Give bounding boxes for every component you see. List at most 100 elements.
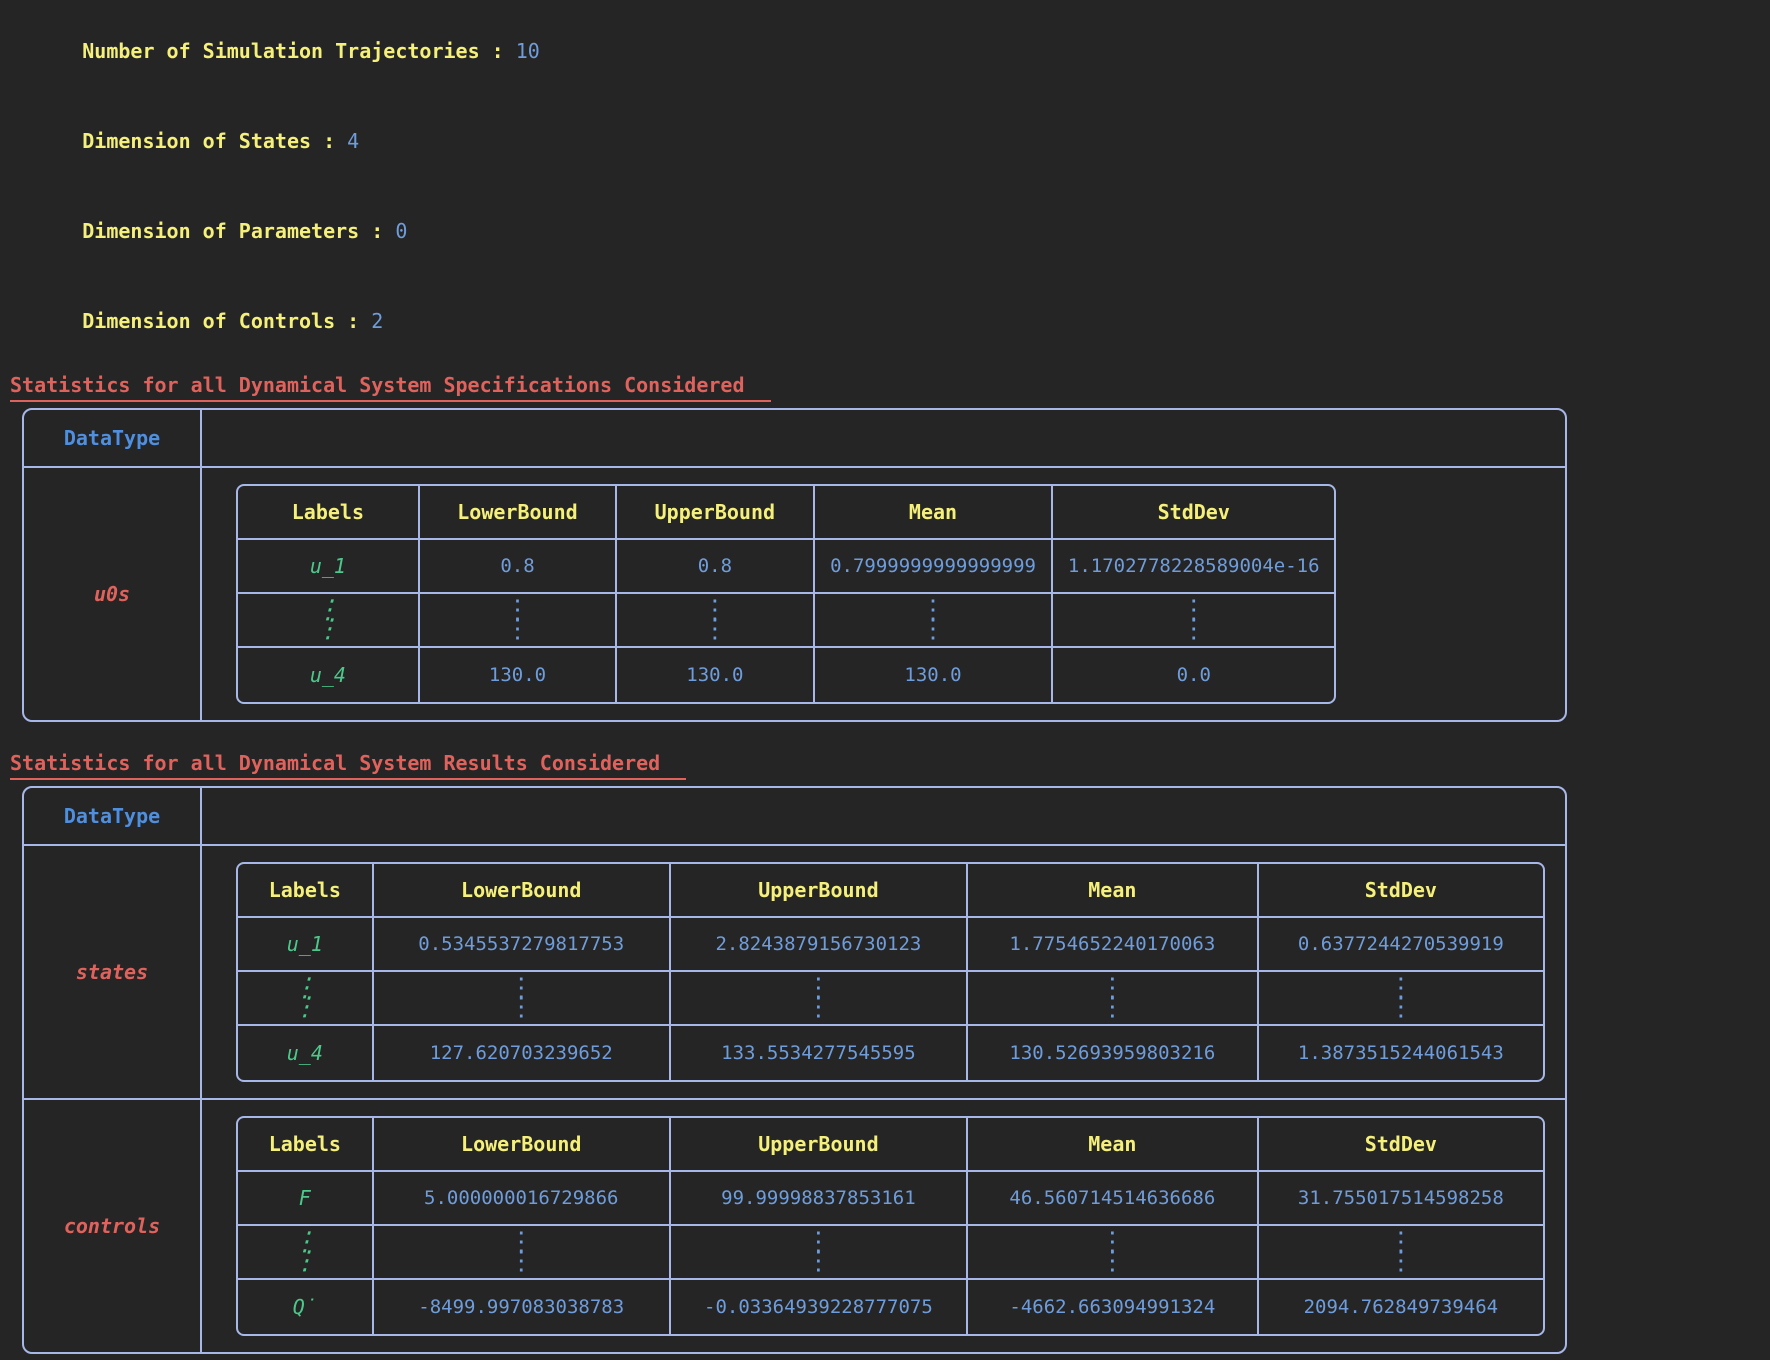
cell-stddev: 1.1702778228589004e-16 [1053, 540, 1334, 594]
datatype-label-states: states [24, 846, 202, 1098]
cell-upperbound: 0.8 [617, 540, 815, 594]
table-row: states Labels LowerBound UpperBound Mean… [24, 846, 1565, 1098]
table-row-ellipsis: ⋮⋮ ⋮⋮ ⋮⋮ ⋮⋮ ⋮⋮ [238, 594, 1334, 648]
header-blank-cell [202, 410, 1565, 468]
row-label: u_4 [238, 1026, 374, 1080]
summary-line: Dimension of States : 4 [10, 96, 1770, 186]
column-header-lowerbound: LowerBound [373, 864, 671, 918]
cell-stddev: 1.3873515244061543 [1297, 1042, 1504, 1064]
ellipsis-mean: ⋮⋮ [814, 594, 1054, 648]
column-header-stddev: StdDev [1258, 1118, 1543, 1172]
cell-lowerbound: 0.8 [419, 540, 618, 594]
column-header-stddev: StdDev [1053, 486, 1334, 540]
row-label: Q̇ [238, 1280, 374, 1334]
column-header-mean: Mean [968, 864, 1259, 918]
table-row: F 5.000000016729866 99.99998837853161 46… [238, 1172, 1543, 1226]
cell-upperbound: 133.5534277545595 [671, 1026, 968, 1080]
stats-table-controls: Labels LowerBound UpperBound Mean StdDev… [236, 1116, 1545, 1336]
column-header-upperbound: UpperBound [670, 1118, 968, 1172]
specifications-table: DataType u0s Labels LowerBound UpperBoun… [22, 408, 1567, 722]
datatype-header: DataType [24, 410, 202, 468]
table-row-ellipsis: ⋮⋮ ⋮⋮ ⋮⋮ ⋮⋮ ⋮⋮ [238, 1226, 1543, 1280]
column-header-upperbound: UpperBound [617, 486, 815, 540]
summary-label: Dimension of Controls : [82, 309, 372, 333]
stats-header-row: Labels LowerBound UpperBound Mean StdDev [238, 1118, 1543, 1172]
column-header-lowerbound: LowerBound [373, 1118, 671, 1172]
summary-line: Dimension of Parameters : 0 [10, 186, 1770, 276]
stats-header-row: Labels LowerBound UpperBound Mean StdDev [238, 864, 1543, 918]
group-body-controls: Labels LowerBound UpperBound Mean StdDev… [202, 1100, 1565, 1352]
section-title-results: Statistics for all Dynamical System Resu… [10, 748, 687, 780]
cell-stddev: 2094.762849739464 [1303, 1296, 1499, 1318]
summary-line: Number of Simulation Trajectories : 10 [10, 6, 1770, 96]
stats-header-row: Labels LowerBound UpperBound Mean StdDev [238, 486, 1334, 540]
cell-mean: 0.7999999999999999 [814, 540, 1054, 594]
column-header-labels: Labels [238, 1118, 374, 1172]
table-row: u_4 127.620703239652 133.5534277545595 1… [238, 1026, 1543, 1080]
ellipsis-lowerbound: ⋮⋮ [373, 1226, 671, 1280]
section-title-specifications: Statistics for all Dynamical System Spec… [10, 370, 771, 402]
column-header-mean: Mean [814, 486, 1054, 540]
datatype-label-controls: controls [24, 1100, 202, 1352]
ellipsis-upperbound: ⋮⋮ [670, 1226, 968, 1280]
column-header-lowerbound: LowerBound [419, 486, 618, 540]
cell-mean: 1.7754652240170063 [968, 918, 1259, 972]
cell-mean: 130.52693959803216 [968, 1026, 1259, 1080]
column-header-mean: Mean [968, 1118, 1259, 1172]
summary-line: Dimension of Controls : 2 [10, 276, 1770, 366]
row-label: u_1 [238, 918, 374, 972]
column-header-stddev: StdDev [1258, 864, 1543, 918]
cell-mean: -4662.663094991324 [968, 1280, 1259, 1334]
column-header-upperbound: UpperBound [670, 864, 968, 918]
ellipsis-label: ⋮⋮ [238, 972, 374, 1026]
cell-stddev: 0.0 [1176, 664, 1211, 686]
table-header-row: DataType [24, 788, 1565, 846]
group-body-states: Labels LowerBound UpperBound Mean StdDev… [202, 846, 1565, 1098]
ellipsis-upperbound: ⋮⋮ [670, 972, 968, 1026]
table-row: u0s Labels LowerBound UpperBound Mean St… [24, 468, 1565, 720]
summary-value: 0 [395, 219, 408, 243]
ellipsis-mean: ⋮⋮ [968, 1226, 1259, 1280]
column-header-labels: Labels [238, 486, 420, 540]
cell-stddev: 0.6377244270539919 [1258, 918, 1543, 972]
ellipsis-lowerbound: ⋮⋮ [373, 972, 671, 1026]
row-label: u_1 [238, 540, 420, 594]
row-label: F [238, 1172, 374, 1226]
cell-upperbound: 99.99998837853161 [670, 1172, 968, 1226]
summary-value: 4 [347, 129, 360, 153]
stats-table-states: Labels LowerBound UpperBound Mean StdDev… [236, 862, 1545, 1082]
table-row: u_1 0.5345537279817753 2.824387915673012… [238, 918, 1543, 972]
header-blank-cell [202, 788, 1565, 846]
datatype-header: DataType [24, 788, 202, 846]
cell-lowerbound: 5.000000016729866 [373, 1172, 671, 1226]
ellipsis-stddev: ⋮⋮ [1258, 1226, 1543, 1280]
table-row: u_1 0.8 0.8 0.7999999999999999 1.1702778… [238, 540, 1334, 594]
results-table: DataType states Labels LowerBound UpperB… [22, 786, 1567, 1354]
table-row-ellipsis: ⋮⋮ ⋮⋮ ⋮⋮ ⋮⋮ ⋮⋮ [238, 972, 1543, 1026]
cell-mean: 46.560714514636686 [968, 1172, 1259, 1226]
cell-lowerbound: 130.0 [420, 648, 618, 702]
ellipsis-lowerbound: ⋮⋮ [419, 594, 618, 648]
cell-upperbound: -0.03364939228777075 [671, 1280, 968, 1334]
ellipsis-upperbound: ⋮⋮ [617, 594, 815, 648]
summary-value: 2 [371, 309, 384, 333]
ellipsis-mean: ⋮⋮ [968, 972, 1259, 1026]
summary-value: 10 [515, 39, 540, 63]
ellipsis-label: ⋮⋮ [238, 1226, 374, 1280]
summary-label: Dimension of States : [82, 129, 348, 153]
ellipsis-stddev: ⋮⋮ [1258, 972, 1543, 1026]
table-header-row: DataType [24, 410, 1565, 468]
column-header-labels: Labels [238, 864, 374, 918]
row-label: u_4 [238, 648, 420, 702]
cell-mean: 130.0 [815, 648, 1054, 702]
cell-lowerbound: 127.620703239652 [374, 1026, 671, 1080]
stats-table-u0s: Labels LowerBound UpperBound Mean StdDev… [236, 484, 1336, 704]
table-row: controls Labels LowerBound UpperBound Me… [24, 1098, 1565, 1352]
summary-label: Dimension of Parameters : [82, 219, 396, 243]
cell-stddev: 31.755017514598258 [1258, 1172, 1543, 1226]
cell-upperbound: 2.8243879156730123 [670, 918, 968, 972]
summary-label: Number of Simulation Trajectories : [82, 39, 516, 63]
table-row: Q̇ -8499.997083038783 -0.033649392287770… [238, 1280, 1543, 1334]
group-body-u0s: Labels LowerBound UpperBound Mean StdDev… [202, 468, 1565, 720]
